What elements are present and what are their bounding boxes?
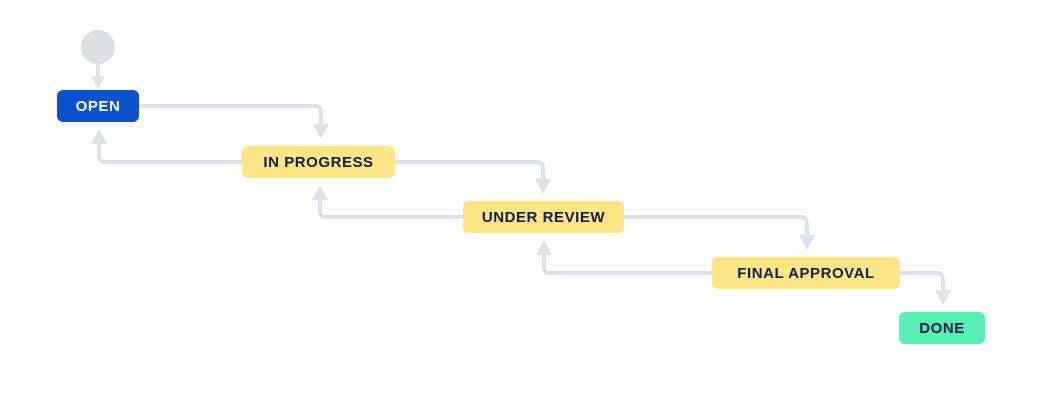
edge-under-review-final-approval [624, 215, 815, 250]
status-node-under-review[interactable]: UNDER REVIEW [463, 201, 624, 233]
status-node-done-label: DONE [919, 319, 965, 337]
edge-final-approval-under-review [536, 240, 712, 275]
edge-start-open [91, 60, 105, 89]
status-node-open[interactable]: OPEN [57, 90, 139, 122]
edge-in-progress-under-review [395, 160, 551, 194]
status-node-under-review-label: UNDER REVIEW [481, 208, 606, 226]
edge-under-review-in-progress [312, 185, 463, 219]
status-node-final-approval-label: FINAL APPROVAL [737, 264, 875, 282]
status-node-open-label: OPEN [75, 97, 121, 115]
edge-open-in-progress [139, 104, 329, 139]
start-node-circle [81, 30, 115, 64]
status-node-done[interactable]: DONE [899, 312, 985, 344]
status-node-final-approval[interactable]: FINAL APPROVAL [712, 257, 900, 289]
edge-final-approval-done [900, 271, 951, 305]
status-node-in-progress[interactable]: IN PROGRESS [242, 146, 395, 178]
edge-in-progress-open [91, 129, 242, 164]
status-node-in-progress-label: IN PROGRESS [263, 153, 374, 171]
